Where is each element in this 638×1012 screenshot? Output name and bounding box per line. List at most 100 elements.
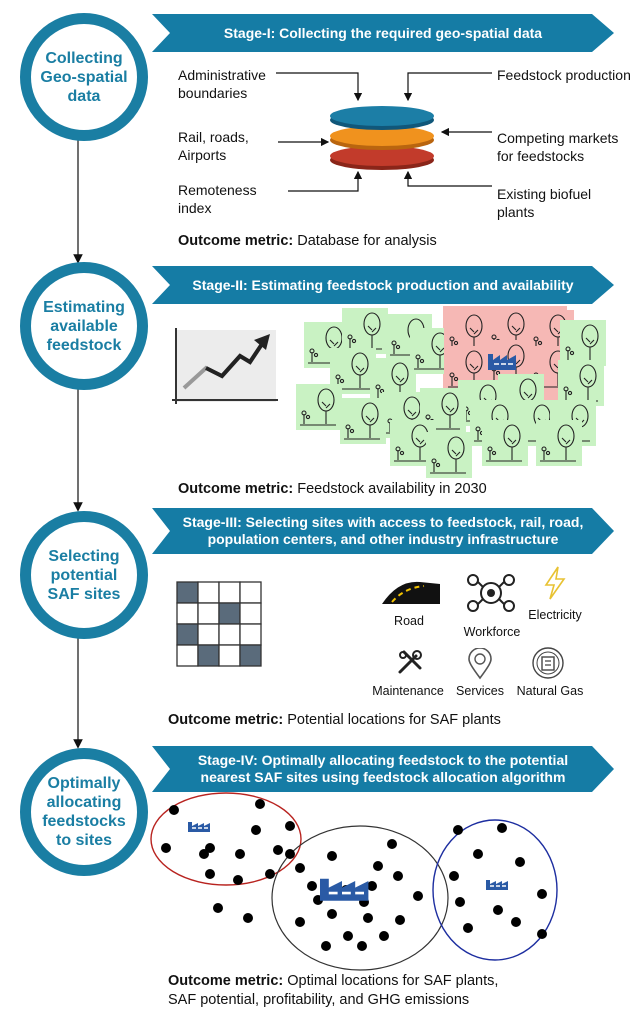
- feedstock-point: [251, 825, 261, 835]
- natural-gas-label: Natural Gas: [516, 684, 584, 698]
- allocation-zone-center: [271, 825, 449, 971]
- feedstock-point: [373, 861, 383, 871]
- gas-icon: [532, 647, 564, 679]
- feedstock-point: [537, 889, 547, 899]
- feedstock-point: [307, 881, 317, 891]
- feedstock-point: [327, 851, 337, 861]
- stage-1-circle: Collecting Geo-spatial data: [20, 13, 148, 141]
- feedstock-tile: [340, 398, 386, 444]
- feedstock-point: [205, 869, 215, 879]
- feedstock-point: [387, 839, 397, 849]
- wrench-icon: [398, 650, 422, 674]
- feedstock-point: [295, 917, 305, 927]
- stage-4-metric: Outcome metric: Optimal locations for SA…: [168, 973, 499, 1008]
- trend-chart-icon: [172, 328, 278, 404]
- grid-cell: [176, 623, 199, 646]
- grid-cell: [197, 581, 220, 604]
- input-biofuel-label: Existing biofuel plants: [497, 186, 592, 220]
- input-admin-label: Administrative boundaries: [178, 67, 266, 101]
- stage-3-circle: Selecting potential SAF sites: [20, 511, 148, 639]
- tree-icon: [344, 402, 380, 440]
- feedstock-point: [393, 871, 403, 881]
- stage-3-metric: Outcome metric: Potential locations for …: [168, 712, 501, 728]
- input-rail-label: Rail, roads, Airports: [178, 129, 249, 163]
- feedstock-point: [169, 805, 179, 815]
- factory-icon: [486, 346, 518, 377]
- feedstock-point: [285, 821, 295, 831]
- road-label: Road: [394, 614, 424, 628]
- allocation-map: [150, 792, 558, 971]
- feedstock-tile: [296, 384, 342, 430]
- grid-cell: [239, 581, 262, 604]
- grid-cell: [176, 602, 199, 625]
- layer-bottom: [330, 146, 434, 170]
- grid-cell: [239, 644, 262, 667]
- feedstock-point: [449, 871, 459, 881]
- stage-3-title: Selecting potential SAF sites: [47, 547, 121, 603]
- services-label: Services: [456, 684, 504, 698]
- feedstock-tile: [482, 420, 528, 466]
- feedstock-point: [265, 869, 275, 879]
- site-grid-icon: [176, 581, 262, 667]
- feedstock-point: [493, 905, 503, 915]
- feedstock-point: [537, 929, 547, 939]
- feedstock-point: [213, 903, 223, 913]
- input-compete-label: Competing markets for feedstocks: [497, 130, 619, 164]
- feedstock-point: [515, 857, 525, 867]
- grid-cell: [218, 644, 241, 667]
- feedstock-point: [343, 931, 353, 941]
- feedstock-point: [233, 875, 243, 885]
- stage-4-circle: Optimally allocating feedstocks to sites: [20, 748, 148, 876]
- feedstock-point: [497, 823, 507, 833]
- feedstock-point: [463, 923, 473, 933]
- grid-cell: [239, 623, 262, 646]
- tree-icon: [540, 424, 576, 462]
- tree-icon: [334, 352, 370, 390]
- feedstock-point: [395, 915, 405, 925]
- grid-cell: [197, 623, 220, 646]
- factory-icon: [188, 822, 210, 832]
- feedstock-point: [357, 941, 367, 951]
- feedstock-point: [285, 849, 295, 859]
- feedstock-tile: [560, 320, 606, 366]
- tree-icon: [300, 388, 336, 426]
- lightning-icon: [544, 566, 566, 600]
- feedstock-tile: [536, 420, 582, 466]
- feedstock-point: [379, 931, 389, 941]
- database-layers-graphic: [276, 72, 492, 192]
- grid-cell: [197, 602, 220, 625]
- feedstock-point: [243, 913, 253, 923]
- feedstock-point: [327, 909, 337, 919]
- grid-cell: [176, 581, 199, 604]
- tree-icon: [486, 424, 522, 462]
- tree-icon: [430, 436, 466, 474]
- stage-2-banner: Stage-II: Estimating feedstock productio…: [152, 266, 614, 304]
- workforce-icon: [467, 574, 515, 612]
- feedstock-tile: [342, 308, 388, 354]
- feedstock-point: [455, 897, 465, 907]
- feedstock-point: [295, 863, 305, 873]
- input-remote-label: Remoteness index: [178, 182, 257, 216]
- stage-4-title: Optimally allocating feedstocks to sites: [42, 775, 126, 849]
- feedstock-point: [321, 941, 331, 951]
- input-feed-label: Feedstock production: [497, 67, 631, 83]
- electricity-label: Electricity: [528, 608, 582, 622]
- feedstock-point: [453, 825, 463, 835]
- stage-4-banner: Stage-IV: Optimally allocating feedstock…: [152, 746, 614, 792]
- stage-2-metric: Outcome metric: Feedstock availability i…: [178, 481, 487, 497]
- stage-3-banner: Stage-III: Selecting sites with access t…: [152, 508, 614, 554]
- feedstock-point: [413, 891, 423, 901]
- stage-1-metric: Outcome metric: Database for analysis: [178, 233, 437, 249]
- workforce-label: Workforce: [463, 625, 521, 639]
- grid-cell: [239, 602, 262, 625]
- feedstock-point: [511, 917, 521, 927]
- grid-cell: [197, 644, 220, 667]
- stage-2-title: Estimating available feedstock: [43, 298, 125, 354]
- grid-cell: [218, 581, 241, 604]
- stage-1-banner: Stage-I: Collecting the required geo-spa…: [152, 14, 614, 52]
- feedstock-point: [199, 849, 209, 859]
- feedstock-point: [161, 843, 171, 853]
- feedstock-point: [235, 849, 245, 859]
- factory-icon: [320, 878, 369, 901]
- stage-1-title: Collecting Geo-spatial data: [40, 49, 128, 105]
